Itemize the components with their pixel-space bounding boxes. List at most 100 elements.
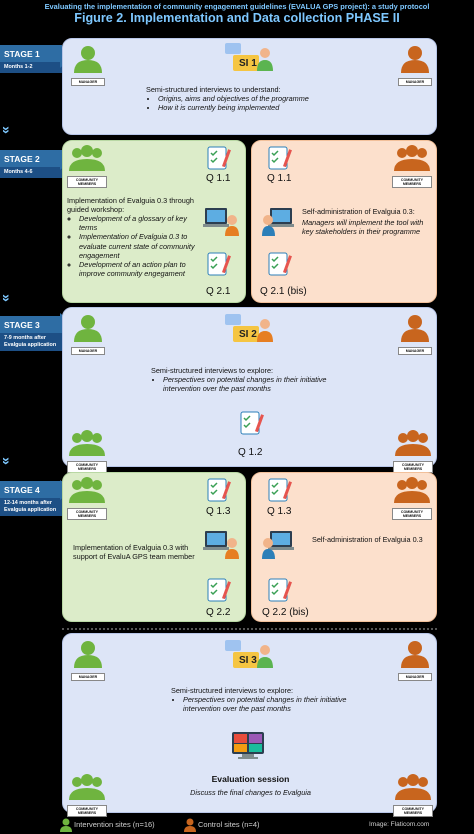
stage-1-sub: Months 1-2 [0,62,62,73]
final-intro: Semi-structured interviews to explore: [171,686,294,695]
laptop-workshop-icon [203,527,239,564]
si-label: SI 2 [239,329,257,340]
interview-icon: SI 2 [223,312,273,352]
questionnaire-label: Q 1.1 [206,173,231,184]
si-label: SI 3 [239,655,257,666]
manager-avatar-orange: MANAGER [398,45,432,86]
community-label: COMMUNITY MEMBERS [392,176,432,188]
si-label: SI 1 [239,58,257,69]
stage-4-sub: 12-14 months after Evalguia application [0,498,62,516]
figure-subtitle: Evaluating the implementation of communi… [44,2,430,11]
stage-4-intervention-text: Implementation of Evalguia 0.3 with supp… [73,543,195,562]
interview-icon: SI 1 [223,41,273,81]
chevron-down-icon: » [0,294,15,302]
legend-control-icon [184,818,196,834]
final-bullet: Perspectives on potential changes in the… [183,695,356,713]
stage-2-control-panel: COMMUNITY MEMBERS Q 1.1 Q 2.1 (bis) Self… [251,140,437,303]
stage-3-text: Semi-structured interviews to explore: P… [151,366,356,393]
evaluation-session-title: Evaluation session [211,774,290,784]
questionnaire-icon [266,577,292,608]
stage-2-sub: Months 4-6 [0,167,62,178]
community-label: COMMUNITY MEMBERS [67,176,107,188]
manager-avatar-green: MANAGER [71,45,105,86]
community-avatar-orange: COMMUNITY MEMBERS [392,145,432,188]
questionnaire-label: Q 2.1 [206,286,231,297]
questionnaire-label: Q 1.2 [238,447,263,458]
community-avatar-orange: COMMUNITY MEMBERS [392,477,432,520]
legend-intervention: Intervention sites (n=16) [74,820,155,829]
stage-2-intervention-panel: COMMUNITY MEMBERS Q 1.1 Q 2.1 Implementa… [62,140,246,303]
stage-3-sub: 7-9 months after Evalguia application [0,333,62,351]
section-divider [62,628,437,630]
manager-avatar-green: MANAGER [71,314,105,355]
manager-avatar-green: MANAGER [71,640,105,681]
manager-label: MANAGER [71,673,105,681]
stage-4-intervention-panel: COMMUNITY MEMBERS Q 1.3 Q 2.2 Implementa… [62,472,246,622]
laptop-workshop-icon [203,204,239,241]
questionnaire-icon [205,577,231,608]
community-label: COMMUNITY MEMBERS [67,805,107,817]
community-avatar-orange: COMMUNITY MEMBERS [393,430,433,473]
community-label: COMMUNITY MEMBERS [67,508,107,520]
stage-2-intervention-intro: Implementation of Evalguia 0.3 through g… [67,196,194,215]
stage-2-control-text: Self-administration of Evalguia 0.3: Man… [302,207,434,236]
laptop-self-icon [262,527,298,564]
final-text: Semi-structured interviews to explore: P… [171,686,356,713]
questionnaire-label: Q 2.2 (bis) [262,607,309,618]
questionnaire-icon [266,251,292,282]
stage-1-bullet: How it is currently being implemented [158,103,356,112]
community-avatar-green: COMMUNITY MEMBERS [67,430,107,473]
stage-3-intro: Semi-structured interviews to explore: [151,366,274,375]
laptop-self-icon [262,204,298,241]
community-avatar-green: COMMUNITY MEMBERS [67,477,107,520]
stage-2-intervention-item: Implementation of Evalguia 0.3 to evalua… [79,232,201,259]
questionnaire-icon [266,145,292,176]
final-panel: MANAGER MANAGER SI 3 Semi-structured int… [62,633,437,817]
stage-1-bullet: Origins, aims and objectives of the prog… [158,94,356,103]
stage-1-label: STAGE 1 [0,45,62,63]
chevron-down-icon: » [0,457,15,465]
manager-label: MANAGER [398,347,432,355]
community-label: COMMUNITY MEMBERS [393,805,433,817]
questionnaire-label: Q 1.3 [267,506,292,517]
stage-4-control-text: Self-administration of Evalguia 0.3 [312,535,423,544]
stage-1-panel: MANAGER MANAGER SI 1 Semi-structured int… [62,38,437,135]
questionnaire-label: Q 1.1 [267,173,292,184]
community-avatar-green: COMMUNITY MEMBERS [67,145,107,188]
stage-1-intro: Semi-structured interviews to understand… [146,85,281,94]
stage-3-label: STAGE 3 [0,316,62,334]
community-avatar-green: COMMUNITY MEMBERS [67,774,107,817]
figure-title: Figure 2. Implementation and Data collec… [74,11,400,25]
questionnaire-icon [266,477,292,508]
manager-label: MANAGER [398,673,432,681]
questionnaire-icon [238,410,264,441]
stage-1-text: Semi-structured interviews to understand… [146,85,356,112]
video-call-icon [230,730,266,767]
stage-2-intervention-text: Implementation of Evalguia 0.3 through g… [67,196,201,278]
stage-3-bullet: Perspectives on potential changes in the… [163,375,356,393]
legend-control: Control sites (n=4) [198,820,260,829]
manager-avatar-orange: MANAGER [398,640,432,681]
questionnaire-icon [205,477,231,508]
stage-2-control-intro: Self-administration of Evalguia 0.3: [302,207,415,216]
questionnaire-label: Q 1.3 [206,506,231,517]
stage-4-label: STAGE 4 [0,481,62,499]
stage-2-intervention-item: Development of a glossary of key terms [79,214,201,232]
evaluation-session-desc: Discuss the final changes to Evalguia [190,788,311,797]
image-credit: Image: Flaticom.com [369,821,430,828]
manager-label: MANAGER [398,78,432,86]
interview-icon: SI 3 [223,638,273,678]
manager-avatar-orange: MANAGER [398,314,432,355]
stage-2-label: STAGE 2 [0,150,62,168]
legend-intervention-icon [60,818,72,834]
questionnaire-icon [205,145,231,176]
stage-3-panel: MANAGER MANAGER SI 2 Semi-structured int… [62,307,437,473]
stage-2-intervention-item: Development of an action plan to improve… [79,260,201,278]
stage-4-control-panel: COMMUNITY MEMBERS Q 1.3 Q 2.2 (bis) Self… [251,472,437,622]
manager-label: MANAGER [71,78,105,86]
community-avatar-orange: COMMUNITY MEMBERS [393,774,433,817]
chevron-down-icon: » [0,126,15,134]
stage-2-control-detail: Managers will implement the tool with ke… [302,218,424,237]
community-label: COMMUNITY MEMBERS [392,508,432,520]
